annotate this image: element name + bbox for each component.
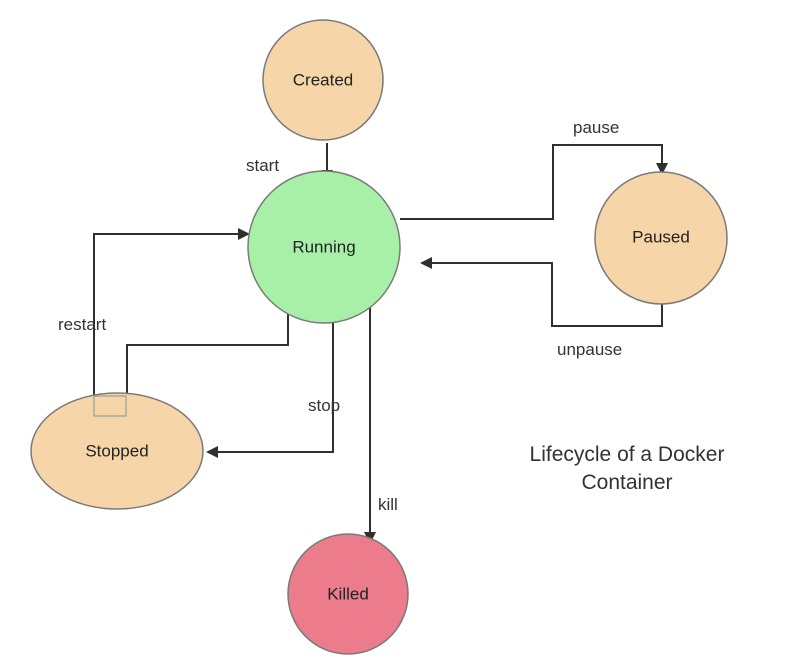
label-start: start [246, 156, 279, 175]
label-unpause: unpause [557, 340, 622, 359]
state-running-circle [247, 170, 401, 324]
label-stop: stop [308, 396, 340, 415]
edge-unpause [420, 257, 663, 327]
diagram-caption-line1: Lifecycle of a Docker [530, 443, 725, 466]
state-killed: Killed [287, 533, 409, 655]
state-stopped: Stopped [30, 392, 204, 510]
state-created-label: Created [293, 70, 353, 89]
state-created-circle [262, 19, 384, 141]
label-pause: pause [573, 118, 619, 137]
state-stopped-label: Stopped [85, 441, 148, 460]
stopped-connector-square [93, 395, 127, 417]
diagram-caption-line2: Container [581, 471, 672, 494]
state-paused-circle [594, 171, 728, 305]
state-killed-circle [287, 533, 409, 655]
edge-restart [93, 228, 250, 400]
state-paused: Paused [594, 171, 728, 305]
state-paused-label: Paused [632, 227, 690, 246]
state-stopped-circle [30, 392, 204, 510]
state-created: Created [262, 19, 384, 141]
edge-stop [206, 308, 334, 458]
state-running-label: Running [292, 237, 355, 256]
label-kill: kill [378, 495, 398, 514]
edge-running-to-stopped [126, 300, 289, 400]
edge-pause [400, 144, 668, 220]
state-running: Running [247, 170, 401, 324]
label-restart: restart [58, 315, 106, 334]
state-killed-label: Killed [327, 584, 369, 603]
